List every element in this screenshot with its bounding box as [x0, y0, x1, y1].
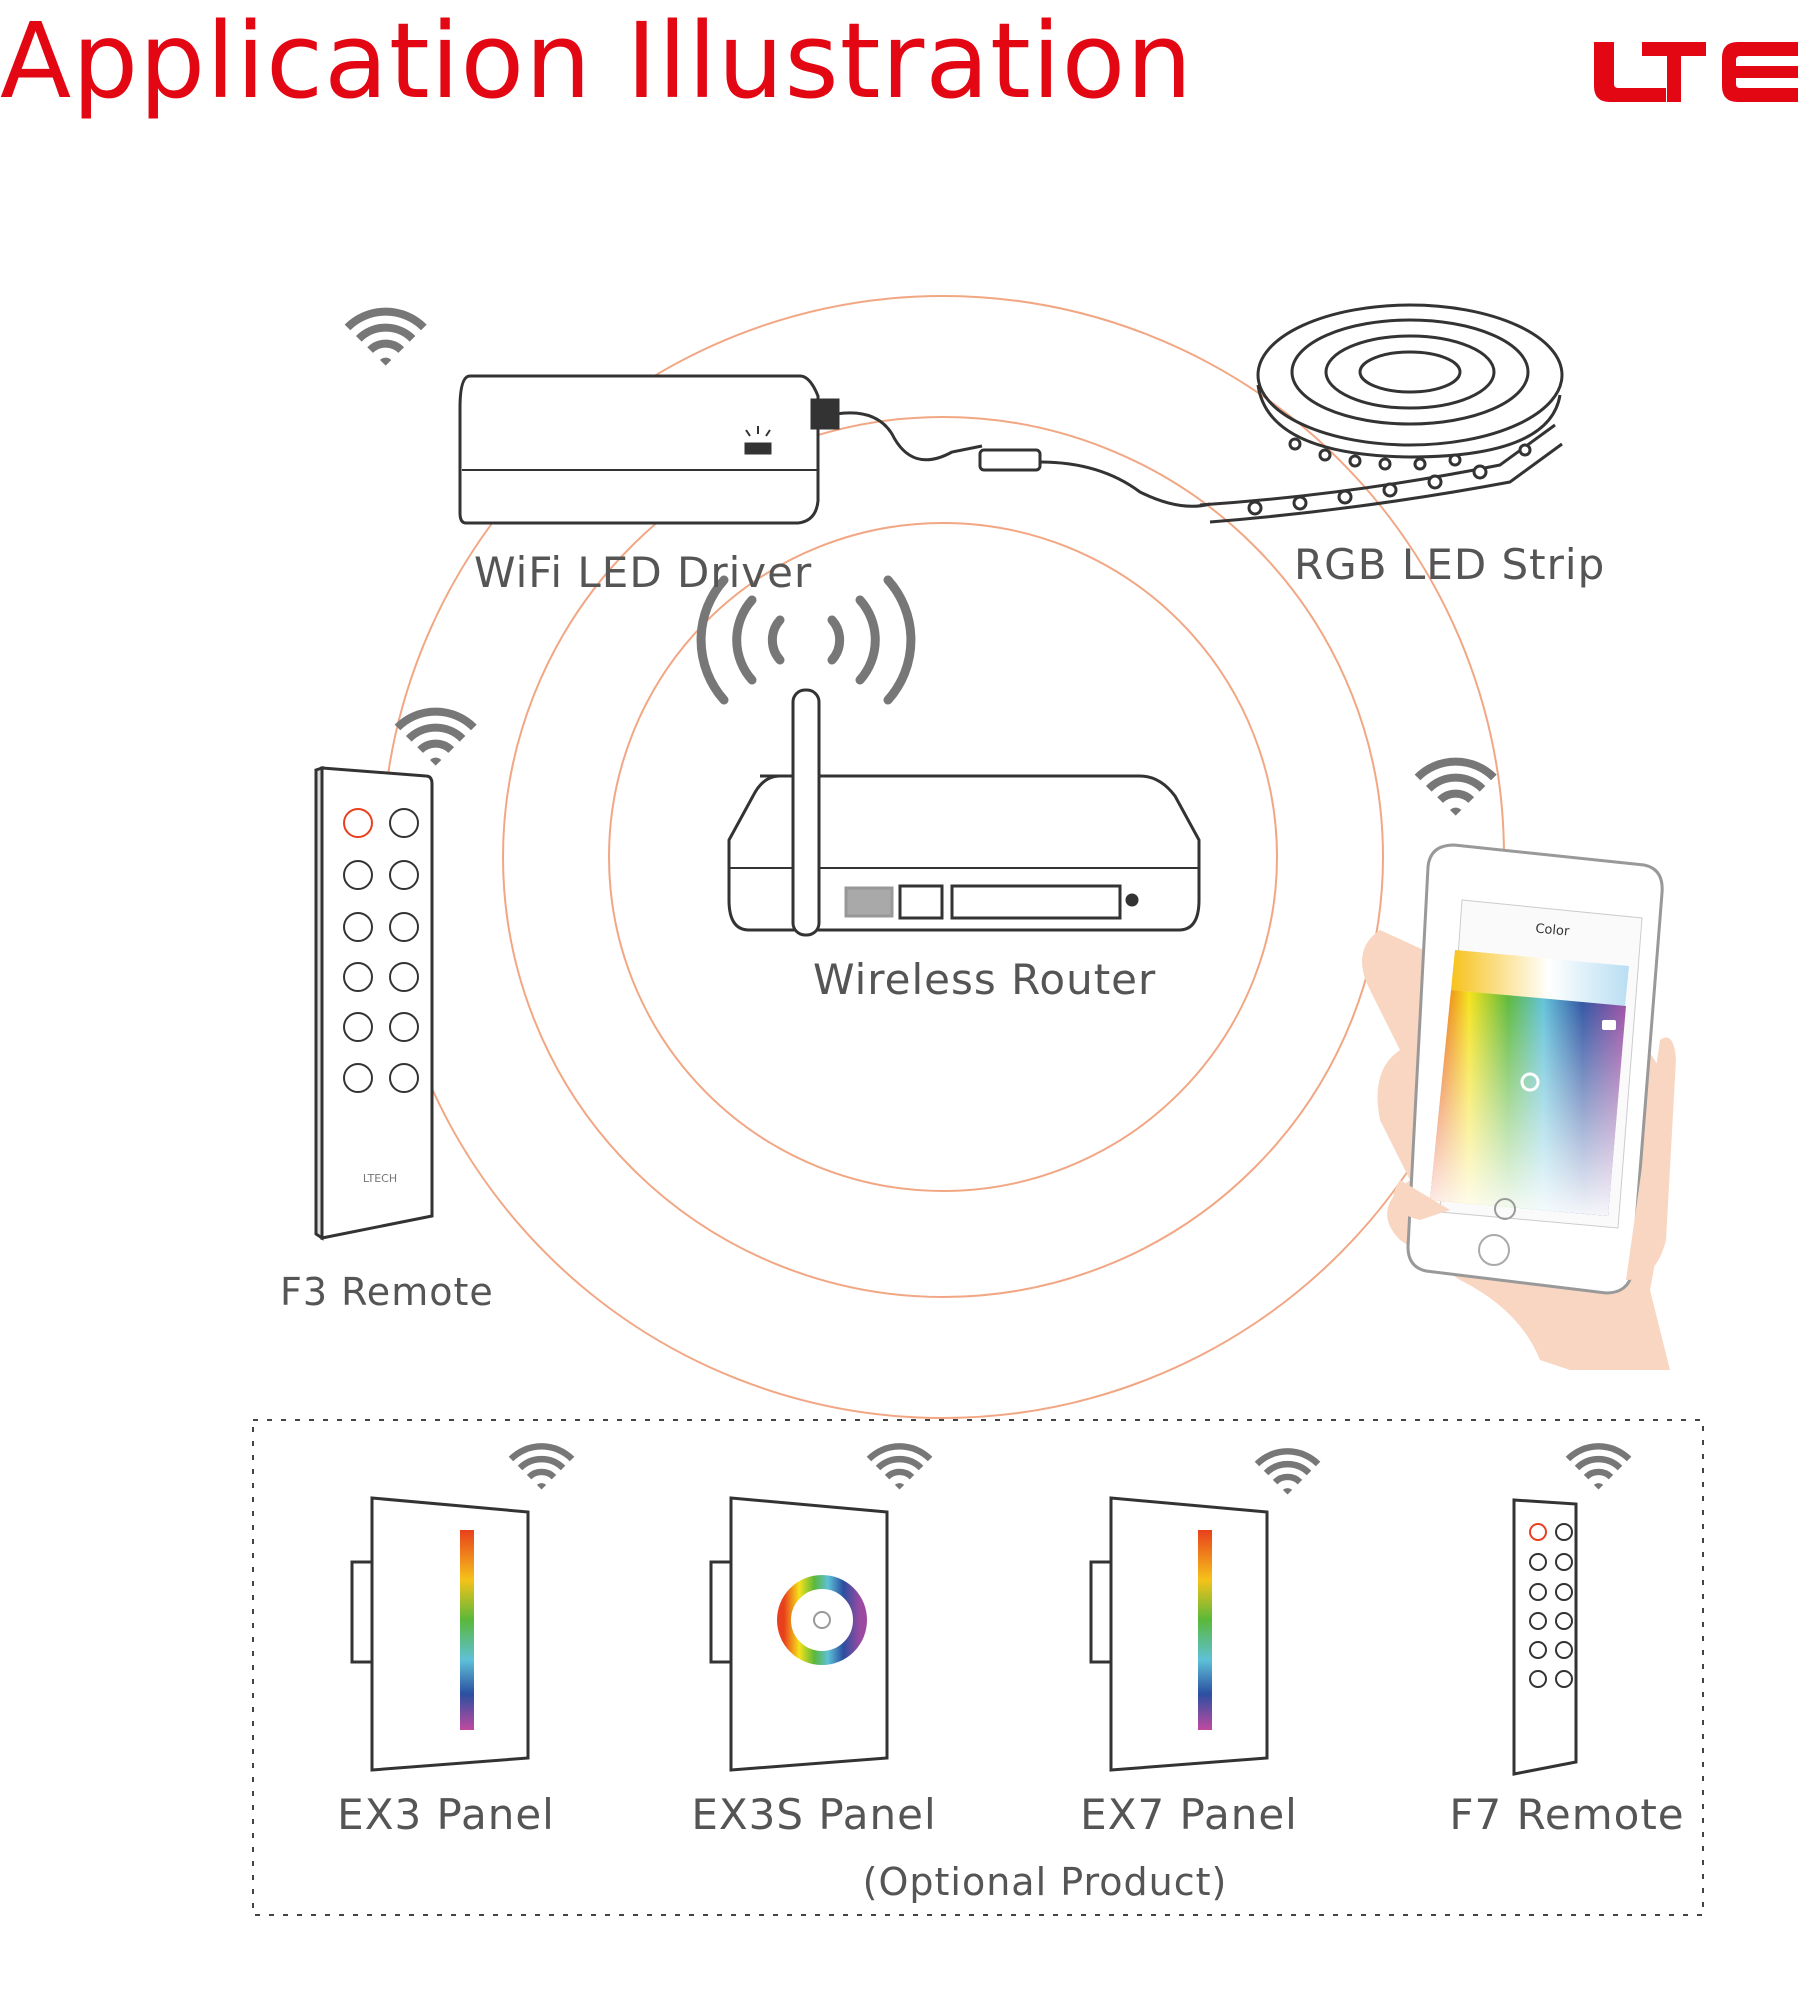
ex7-panel-label: EX7 Panel [1080, 1790, 1298, 1839]
wifi-signal-icon [511, 1428, 572, 1489]
wifi-signal-icon [869, 1428, 930, 1489]
strip-label: RGB LED Strip [1294, 540, 1606, 589]
wifi-led-driver [458, 374, 1211, 525]
rgb-led-strip [1199, 303, 1564, 524]
wifi-signal-icon [347, 289, 423, 365]
wifi-signal-icon [1417, 739, 1493, 815]
ex3-panel [350, 1496, 530, 1772]
f3-remote [314, 765, 434, 1241]
wifi-signal-icon [397, 689, 473, 765]
wifi-signal-icon [1257, 1433, 1318, 1494]
camera-icon [1602, 1020, 1616, 1030]
color-wheel-icon [777, 1575, 867, 1665]
phone-screen-title: Color [1535, 922, 1571, 940]
page-title: Application Illustration [0, 0, 1194, 122]
remote-brand-text: LTECH [363, 1172, 397, 1185]
router-antenna-signal-icon [696, 575, 916, 705]
f7-remote-label: F7 Remote [1449, 1790, 1685, 1839]
ltech-logo [1594, 42, 1798, 102]
power-icon [813, 1611, 831, 1629]
driver-label: WiFi LED Driver [474, 548, 813, 597]
ex7-panel [1089, 1496, 1269, 1772]
ex3s-panel-label: EX3S Panel [691, 1790, 937, 1839]
ex3-panel-label: EX3 Panel [337, 1790, 555, 1839]
router-label: Wireless Router [813, 955, 1157, 1004]
location-pin-icon [1520, 1072, 1540, 1092]
wifi-signal-icon [1568, 1428, 1629, 1489]
f7-remote [1512, 1498, 1578, 1776]
optional-products-box [252, 1419, 1704, 1916]
smartphone-app [1362, 843, 1676, 1370]
wireless-router [727, 688, 1201, 937]
ex3s-panel [709, 1496, 889, 1772]
remote-label: F3 Remote [280, 1270, 494, 1314]
power-icon [1494, 1198, 1516, 1220]
optional-caption: (Optional Product) [862, 1860, 1228, 1904]
